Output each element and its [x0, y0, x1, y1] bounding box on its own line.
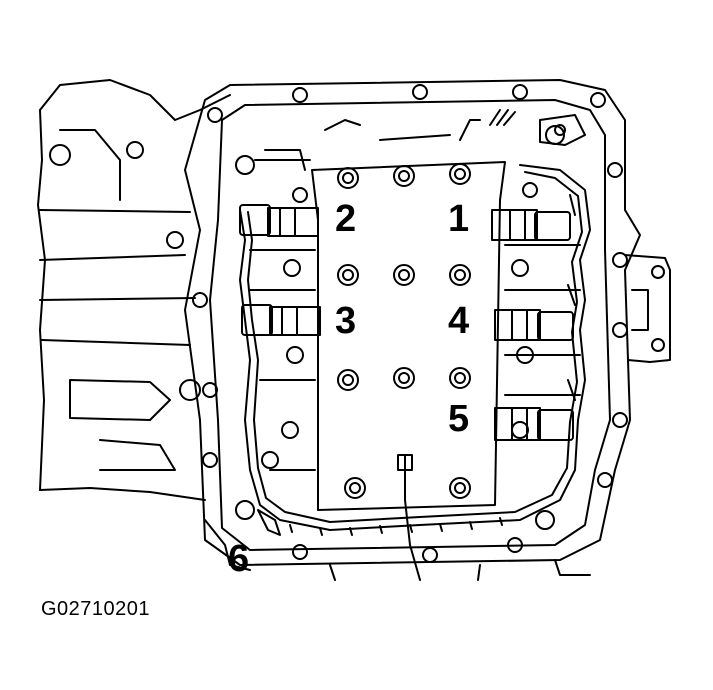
callout-5: 5: [448, 398, 470, 440]
valve-body-details: [249, 109, 586, 471]
pan-flange: [184, 79, 641, 566]
callout-3: 3: [335, 300, 357, 342]
wire-harness: [239, 164, 591, 581]
callout-2: 2: [335, 198, 357, 240]
transmission-case: [37, 79, 231, 501]
side-bracket: [624, 254, 671, 363]
callout-6: 6: [228, 538, 250, 580]
lower-case: [204, 519, 591, 581]
figure-id: G02710201: [41, 598, 151, 620]
callout-4: 4: [448, 300, 470, 342]
callout-1: 1: [448, 198, 470, 240]
solenoid-connectors: [239, 204, 574, 441]
